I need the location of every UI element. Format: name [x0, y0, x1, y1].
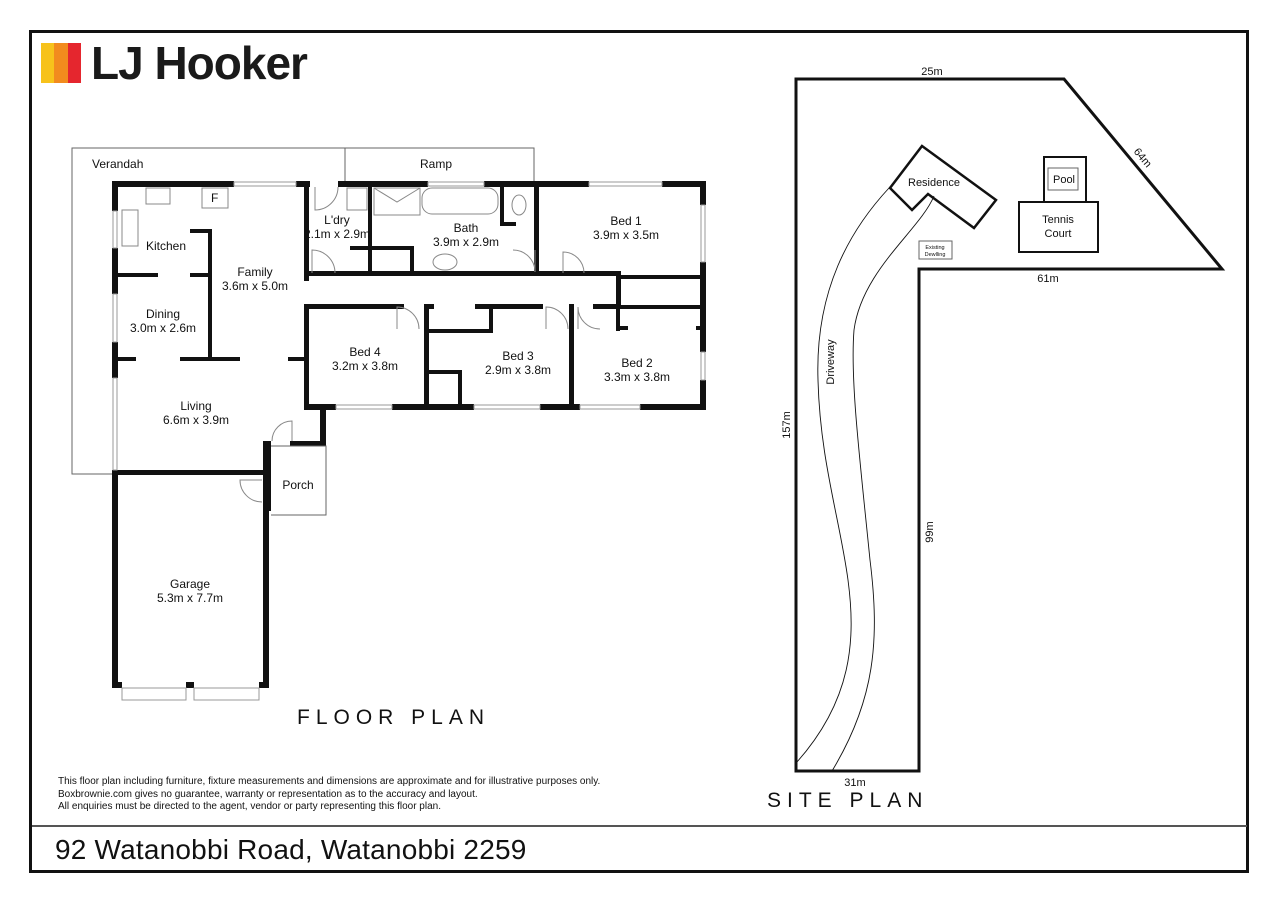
- property-address: 92 Watanobbi Road, Watanobbi 2259: [55, 834, 527, 865]
- dining-label: Dining: [146, 307, 180, 321]
- living-size: 6.6m x 3.9m: [163, 413, 229, 427]
- logo-bar-yellow: [41, 43, 55, 83]
- ramp-label: Ramp: [420, 157, 452, 171]
- bed2-size: 3.3m x 3.8m: [604, 370, 670, 384]
- site-boundary: [794, 77, 1226, 773]
- disclaimer-line-1: This floor plan including furniture, fix…: [58, 776, 601, 787]
- disclaimer: This floor plan including furniture, fix…: [58, 776, 600, 814]
- existing-dwelling: [918, 240, 953, 260]
- bed3-size: 2.9m x 3.8m: [485, 363, 551, 377]
- site-plan-title: SITE PLAN: [767, 789, 929, 812]
- family-size: 3.6m x 5.0m: [222, 279, 288, 293]
- fridge-icon: [201, 187, 229, 209]
- windows: [112, 181, 706, 701]
- porch-label: Porch: [282, 478, 313, 492]
- page-frame: [29, 30, 1249, 873]
- exterior-walls: [112, 181, 706, 688]
- dining-size: 3.0m x 2.6m: [130, 321, 196, 335]
- dim-diagonal: 64m: [1131, 146, 1154, 170]
- room-labels: Kitchen Family 3.6m x 5.0m Dining 3.0m x…: [130, 213, 670, 605]
- site-plan: 25m 64m 61m 157m 99m 31m Residence Pool …: [781, 66, 1226, 789]
- sink-icon: [121, 209, 139, 247]
- cooktop-icon: [145, 187, 171, 205]
- ramp-outline: [345, 147, 535, 183]
- basin-icon: [432, 253, 458, 271]
- kitchen-label: Kitchen: [146, 239, 186, 253]
- family-label: Family: [237, 265, 272, 279]
- bathtub-icon: [421, 187, 499, 215]
- fixtures: [121, 187, 527, 271]
- bed4-label: Bed 4: [349, 345, 381, 359]
- shower-icon: [373, 187, 421, 216]
- residence-label: Residence: [908, 177, 960, 189]
- living-label: Living: [180, 399, 211, 413]
- toilet-icon: [511, 194, 527, 216]
- driveway-label: Driveway: [825, 339, 837, 385]
- interior-walls: [118, 181, 706, 410]
- logo-color-bars: [41, 43, 81, 83]
- bed3-label: Bed 3: [502, 349, 534, 363]
- logo-bar-orange: [54, 43, 68, 83]
- laundry-label: L'dry: [324, 213, 350, 227]
- bath-size: 3.9m x 2.9m: [433, 235, 499, 249]
- logo-bar-red: [67, 43, 81, 83]
- driveway-right-edge: [831, 195, 935, 772]
- doors: [239, 186, 601, 503]
- floor-plan-title: FLOOR PLAN: [297, 706, 491, 729]
- bed1-label: Bed 1: [610, 214, 642, 228]
- laundry-tub-icon: [346, 187, 368, 211]
- floor-plan: Verandah Ramp: [71, 147, 706, 701]
- driveway-left-edge: [796, 187, 890, 763]
- disclaimer-line-3: All enquiries must be directed to the ag…: [58, 801, 441, 812]
- dim-inner-horizontal: 61m: [1037, 273, 1058, 285]
- bed1-size: 3.9m x 3.5m: [593, 228, 659, 242]
- logo-wordmark: LJ Hooker: [91, 37, 308, 89]
- bed2-label: Bed 2: [621, 356, 653, 370]
- residence-outline: [888, 144, 998, 230]
- tennis-label-2: Court: [1045, 228, 1072, 240]
- existing-label-1: Existing: [925, 245, 944, 251]
- bath-label: Bath: [454, 221, 479, 235]
- laundry-size: 2.1m x 2.9m: [304, 227, 370, 241]
- tennis-court: [1018, 201, 1099, 253]
- dim-top: 25m: [921, 66, 942, 78]
- dim-bottom: 31m: [844, 777, 865, 789]
- lj-hooker-logo: LJ Hooker: [41, 37, 308, 89]
- dim-left: 157m: [781, 411, 793, 439]
- footer-divider: [32, 825, 1247, 827]
- tennis-label-1: Tennis: [1042, 214, 1074, 226]
- dim-inner-vertical: 99m: [924, 521, 936, 542]
- garage-size: 5.3m x 7.7m: [157, 591, 223, 605]
- garage-label: Garage: [170, 577, 210, 591]
- disclaimer-line-2: Boxbrownie.com gives no guarantee, warra…: [58, 788, 478, 800]
- existing-label-2: Dewlling: [925, 252, 946, 258]
- verandah-outline: [71, 147, 346, 475]
- verandah-label: Verandah: [92, 157, 143, 171]
- bed4-size: 3.2m x 3.8m: [332, 359, 398, 373]
- pool-label: Pool: [1053, 174, 1075, 186]
- porch-outline: [271, 445, 327, 516]
- fridge-label: F: [211, 191, 218, 205]
- pool: [1047, 167, 1079, 191]
